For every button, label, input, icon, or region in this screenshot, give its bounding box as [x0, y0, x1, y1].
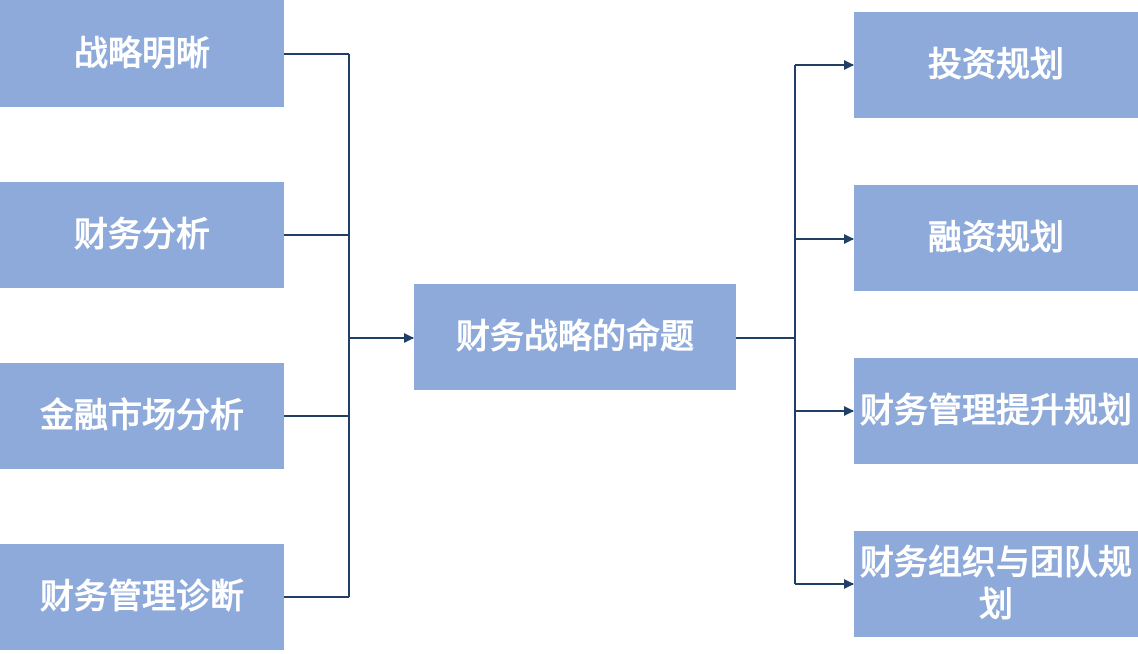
output-box-label: 财务管理提升规划 [860, 391, 1132, 431]
output-box-management-improvement-planning: 财务管理提升规划 [854, 358, 1138, 464]
output-box-organization-team-planning: 财务组织与团队规划 [854, 531, 1138, 637]
input-box-label: 战略明晰 [74, 33, 210, 74]
input-box-financial-management-diagnosis: 财务管理诊断 [0, 544, 284, 650]
output-box-label: 财务组织与团队规划 [860, 543, 1132, 625]
input-box-strategy-clarity: 战略明晰 [0, 0, 284, 107]
input-box-financial-market-analysis: 金融市场分析 [0, 363, 284, 469]
output-box-label: 融资规划 [928, 218, 1064, 258]
center-box-financial-strategy: 财务战略的命题 [414, 284, 736, 390]
input-box-label: 金融市场分析 [40, 396, 244, 436]
input-box-label: 财务管理诊断 [40, 577, 244, 617]
input-box-label: 财务分析 [74, 215, 210, 255]
center-box-label: 财务战略的命题 [456, 317, 694, 357]
output-box-label: 投资规划 [928, 45, 1064, 85]
output-box-financing-planning: 融资规划 [854, 185, 1138, 291]
input-box-financial-analysis: 财务分析 [0, 182, 284, 288]
output-box-investment-planning: 投资规划 [854, 12, 1138, 118]
